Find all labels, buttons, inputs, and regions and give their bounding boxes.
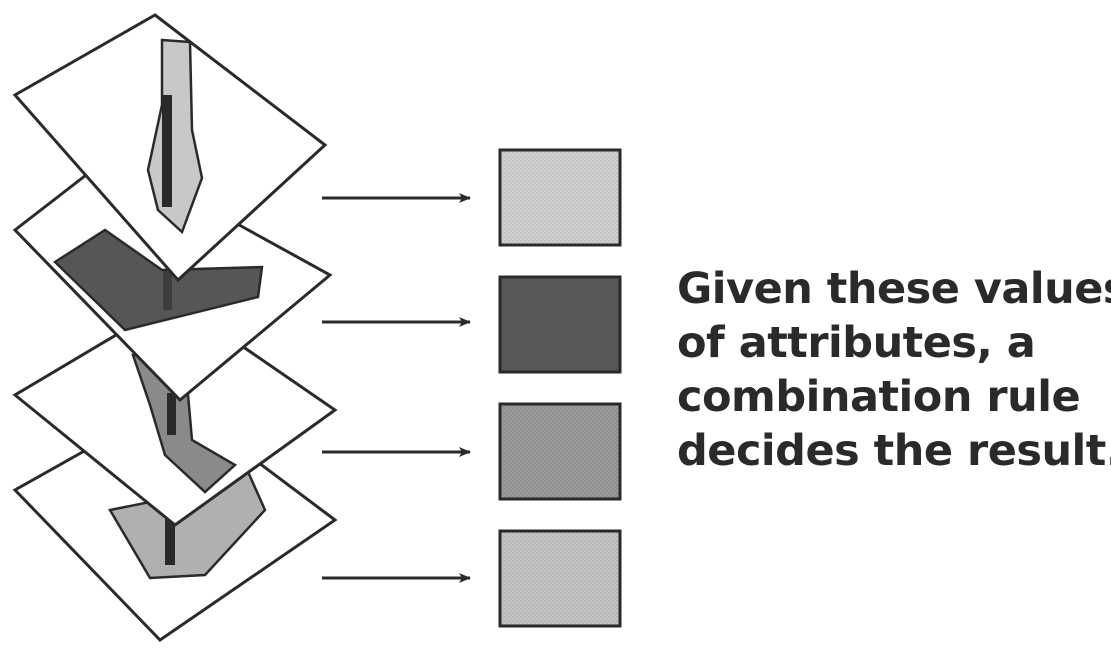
layer-2 — [12, 153, 333, 403]
layer-3-bar — [167, 393, 176, 435]
layer-2-bar — [163, 270, 172, 310]
result-3 — [498, 402, 622, 501]
layer-1-polygon — [146, 38, 204, 235]
layer-3 — [12, 298, 338, 527]
result-2 — [498, 275, 622, 374]
layer-2-polygon — [52, 228, 264, 332]
caption-line-2: of attributes, a — [677, 318, 1036, 368]
caption-line-1: Given these values — [677, 264, 1111, 314]
caption-line-4: decides the result. — [677, 426, 1111, 476]
caption-line-3: combination rule — [677, 372, 1081, 422]
layer-1 — [12, 13, 328, 283]
result-4 — [498, 529, 622, 628]
layer-1-bar — [162, 95, 172, 207]
caption-text: Given these values of attributes, a comb… — [677, 262, 1111, 478]
layer-4-bar — [165, 510, 175, 565]
result-1 — [498, 148, 622, 247]
